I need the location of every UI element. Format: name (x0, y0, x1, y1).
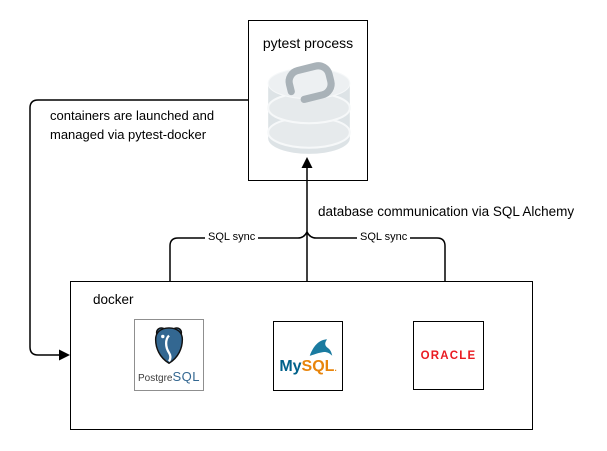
docker-box-title: docker (93, 292, 134, 307)
postgresql-wordmark: PostgreSQL (138, 369, 200, 384)
mysql-logo-card: MySQL. (273, 321, 343, 391)
stack-logo-glyph (285, 62, 335, 104)
postgresql-logo-card: PostgreSQL (134, 319, 204, 391)
pytest-process-box: pytest process (248, 20, 368, 181)
arrowhead-into-docker (59, 349, 70, 361)
postgresql-word-prefix: Postgre (138, 373, 173, 384)
oracle-wordmark: ORACLE (420, 349, 477, 362)
edge-label-sql-sync-right: SQL sync (357, 231, 411, 243)
oracle-logo-card: ORACLE (413, 321, 484, 390)
mysql-word-suffix: SQL (301, 357, 335, 375)
mysql-word-prefix: My (279, 357, 302, 375)
note-sqlalchemy: database communication via SQL Alchemy (318, 204, 575, 219)
pytest-box-title: pytest process (262, 35, 354, 51)
note-containers-line1: containers are launched and (50, 108, 215, 123)
edge-label-sql-sync-left: SQL sync (205, 231, 259, 243)
postgresql-word-suffix: SQL (172, 369, 200, 384)
note-containers-line2: managed via pytest-docker (50, 127, 207, 142)
mysql-word-tm: . (334, 363, 337, 373)
stack-top-disc (267, 67, 351, 100)
database-stack-icon (267, 62, 351, 154)
mysql-wordmark: MySQL. (279, 357, 337, 376)
postgresql-elephant-icon (154, 327, 184, 365)
mysql-dolphin-icon (309, 338, 333, 356)
docker-box: docker PostgreSQL MySQL. ORACLE (70, 281, 533, 430)
note-containers-launched: containers are launched and managed via … (50, 106, 260, 144)
